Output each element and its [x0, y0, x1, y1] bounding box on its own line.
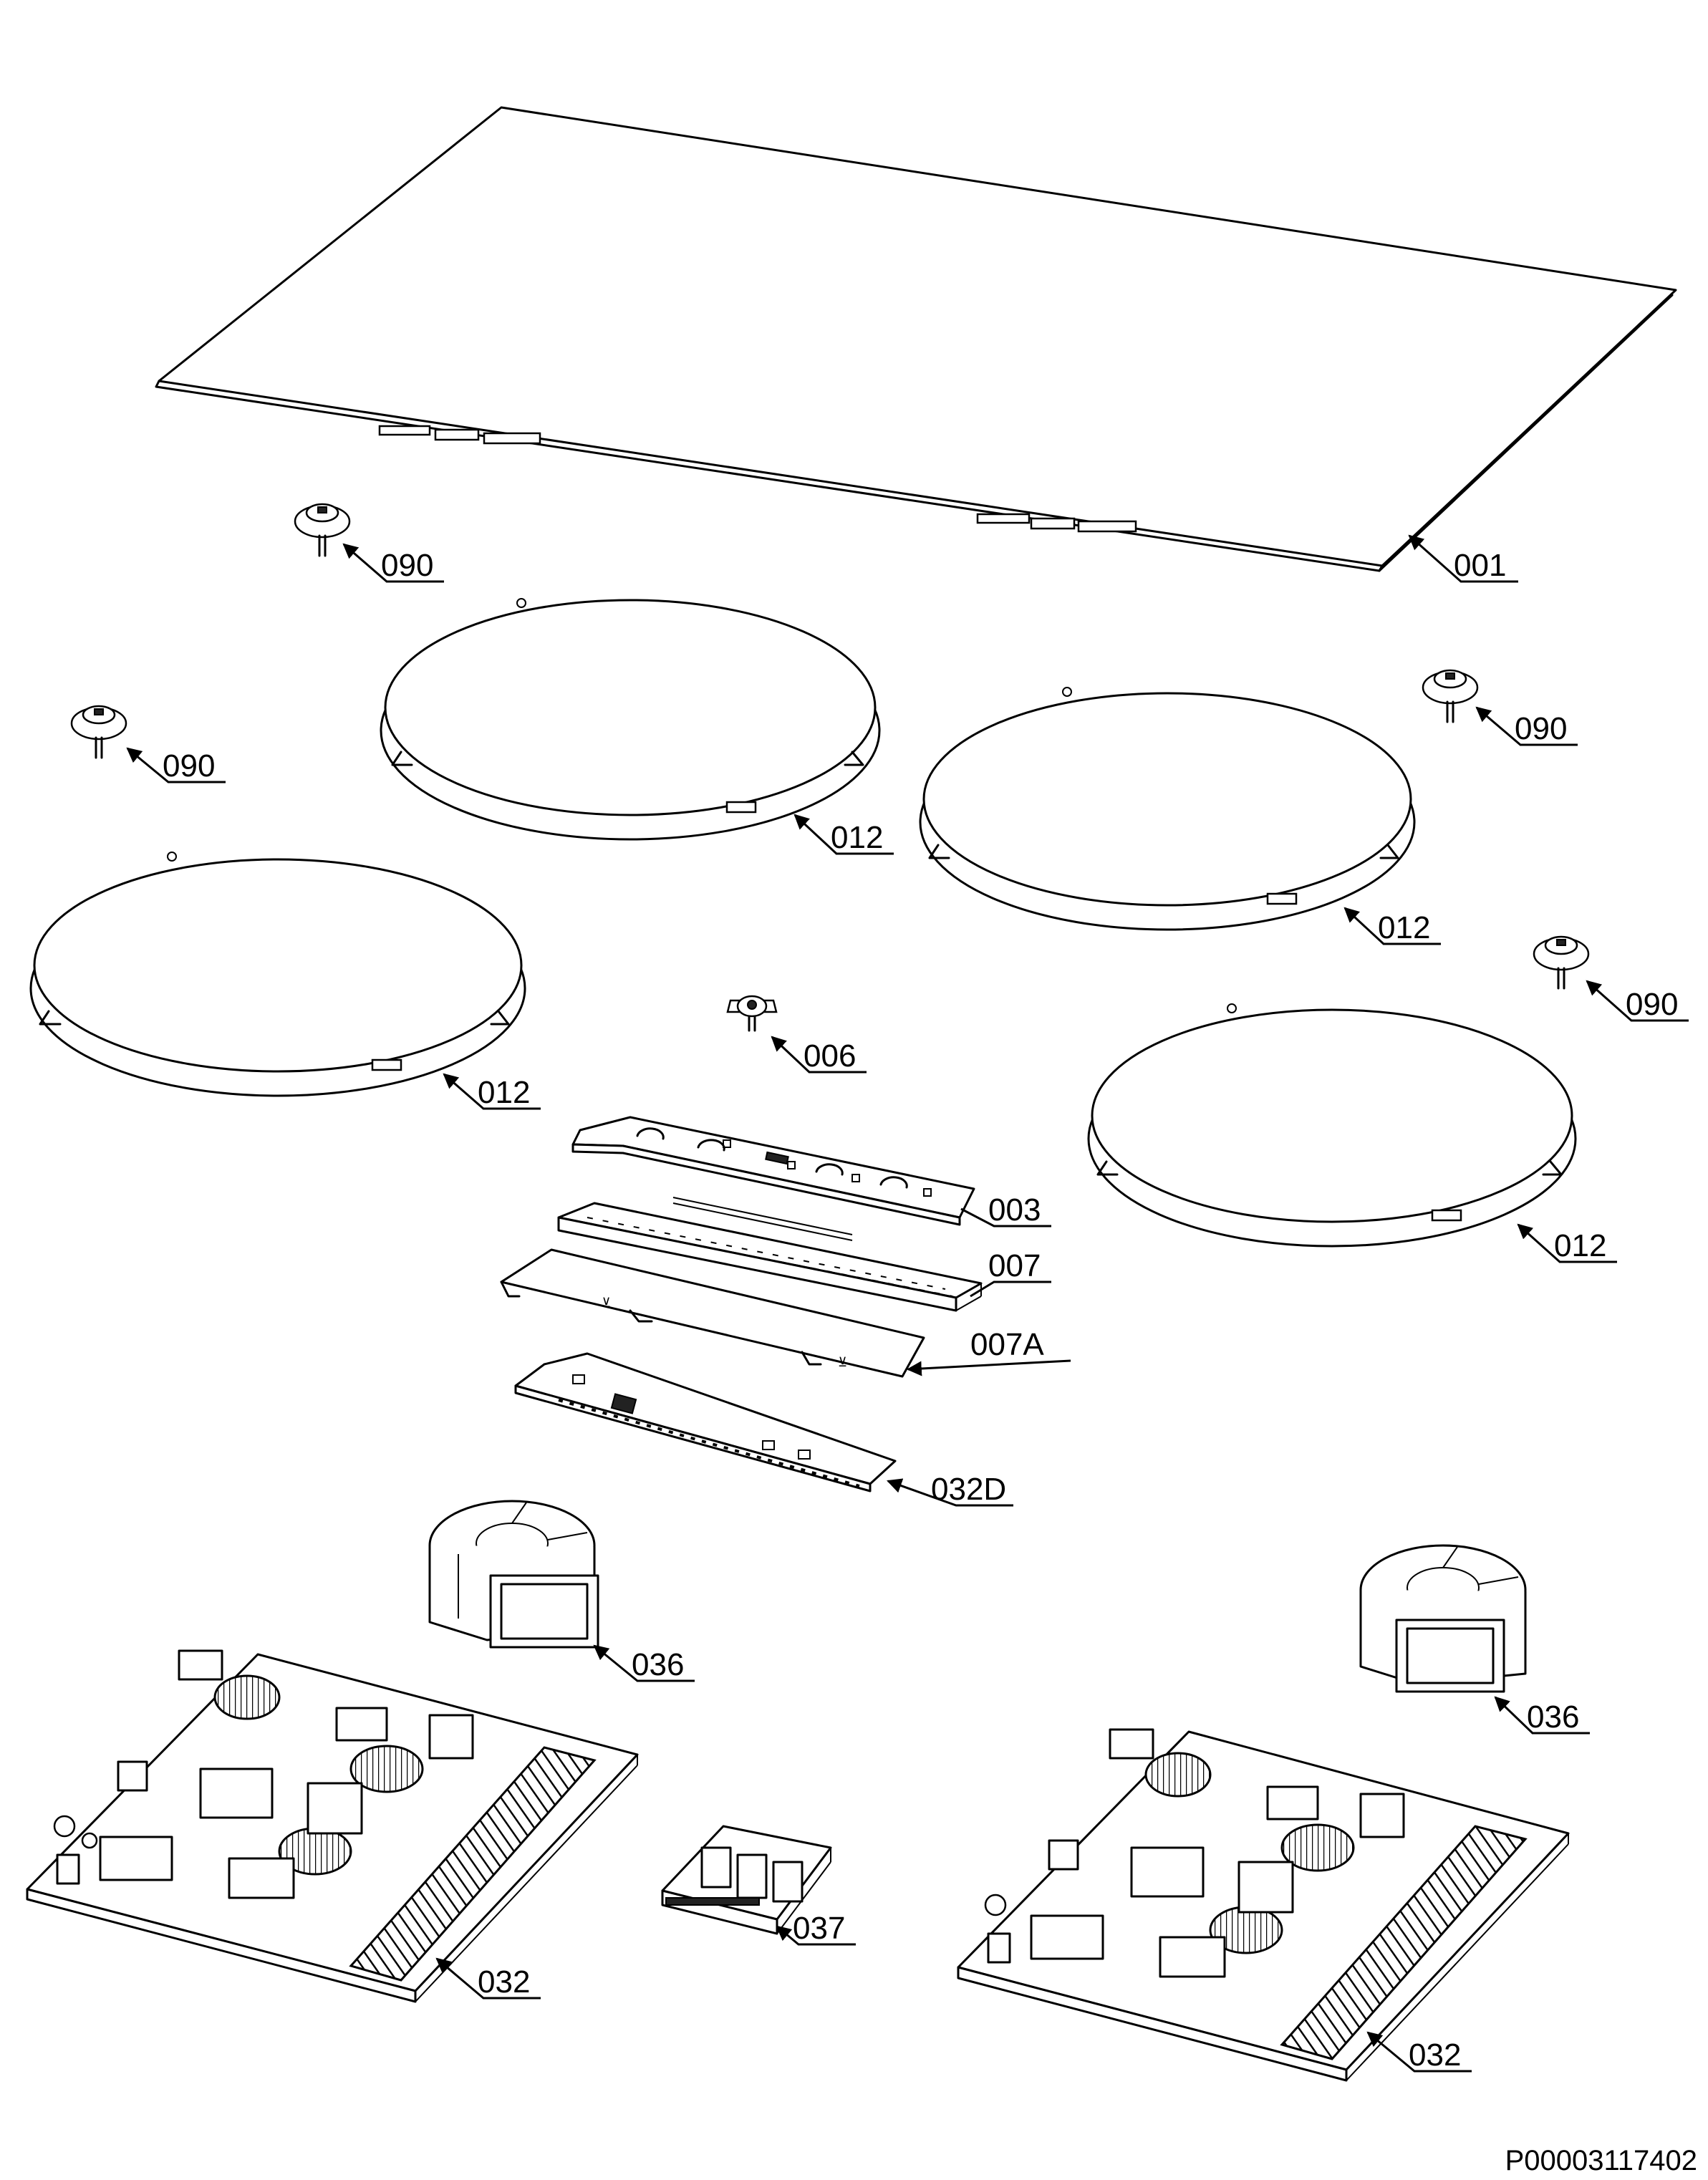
leader-032-b — [1366, 2031, 1472, 2073]
callout-007: 007 — [988, 1248, 1041, 1283]
callout-090-d: 090 — [1626, 987, 1678, 1022]
callout-032D: 032D — [931, 1472, 1006, 1507]
leader-090-d — [1586, 980, 1689, 1022]
callout-036-a: 036 — [632, 1647, 684, 1682]
temperature-sensor-c — [1422, 669, 1479, 723]
leader-012-a — [793, 814, 894, 855]
leader-012-c — [443, 1073, 541, 1110]
svg-text:⊻: ⊻ — [602, 1296, 611, 1310]
leader-012-b — [1343, 907, 1441, 945]
cooling-fan-left — [428, 1500, 599, 1649]
power-board-left — [26, 1649, 639, 2003]
cooling-fan-right — [1359, 1544, 1527, 1693]
adhesive-foil-007A: ⊻ ⊻ — [500, 1248, 925, 1378]
callout-012-c: 012 — [478, 1075, 530, 1110]
leader-032D — [887, 1478, 1013, 1507]
callout-012-b: 012 — [1378, 910, 1430, 945]
callout-007A: 007A — [970, 1327, 1044, 1362]
callout-003: 003 — [988, 1192, 1041, 1228]
display-board-032D — [514, 1352, 897, 1492]
leader-036-b — [1494, 1696, 1590, 1735]
callout-090-c: 090 — [1515, 711, 1567, 746]
callout-012-a: 012 — [831, 820, 883, 855]
leader-003 — [960, 1207, 1051, 1228]
leader-001 — [1408, 534, 1518, 583]
induction-coil-top-right — [919, 687, 1416, 931]
light-guide-007 — [557, 1197, 983, 1312]
power-board-right — [957, 1728, 1570, 2082]
leader-006 — [771, 1036, 867, 1074]
callout-032-b: 032 — [1409, 2037, 1461, 2073]
temperature-sensor-d — [1533, 935, 1590, 990]
sensor-006 — [726, 995, 778, 1032]
callout-012-d: 012 — [1554, 1228, 1606, 1263]
leader-090-a — [342, 543, 444, 583]
leader-090-c — [1475, 706, 1578, 746]
control-board-003 — [571, 1116, 975, 1226]
svg-text:⊻: ⊻ — [838, 1355, 847, 1369]
callout-001: 001 — [1454, 548, 1506, 583]
leader-036-a — [593, 1644, 695, 1682]
leader-037 — [776, 1925, 856, 1946]
induction-coil-top-left — [380, 598, 881, 841]
filter-board-037 — [661, 1825, 832, 1935]
callout-036-b: 036 — [1527, 1699, 1579, 1735]
induction-coil-middle-left — [29, 852, 526, 1097]
callout-032-a: 032 — [478, 1964, 530, 2000]
leader-007A — [906, 1359, 1071, 1376]
callout-090-a: 090 — [381, 548, 433, 583]
callout-leaders — [126, 534, 1689, 2073]
callout-037: 037 — [793, 1911, 845, 1946]
leader-032-a — [435, 1957, 541, 2000]
induction-coil-bottom-right — [1087, 1003, 1577, 1248]
leader-090-b — [126, 747, 226, 783]
temperature-sensor-a — [294, 503, 351, 557]
callout-006: 006 — [804, 1038, 856, 1074]
glass-ceramic-top — [155, 106, 1677, 572]
callout-090-b: 090 — [163, 748, 215, 783]
leader-012-d — [1517, 1223, 1617, 1263]
document-id: P00003117402 — [1505, 2145, 1697, 2176]
temperature-sensor-b — [70, 705, 127, 759]
leader-007 — [970, 1280, 1051, 1298]
